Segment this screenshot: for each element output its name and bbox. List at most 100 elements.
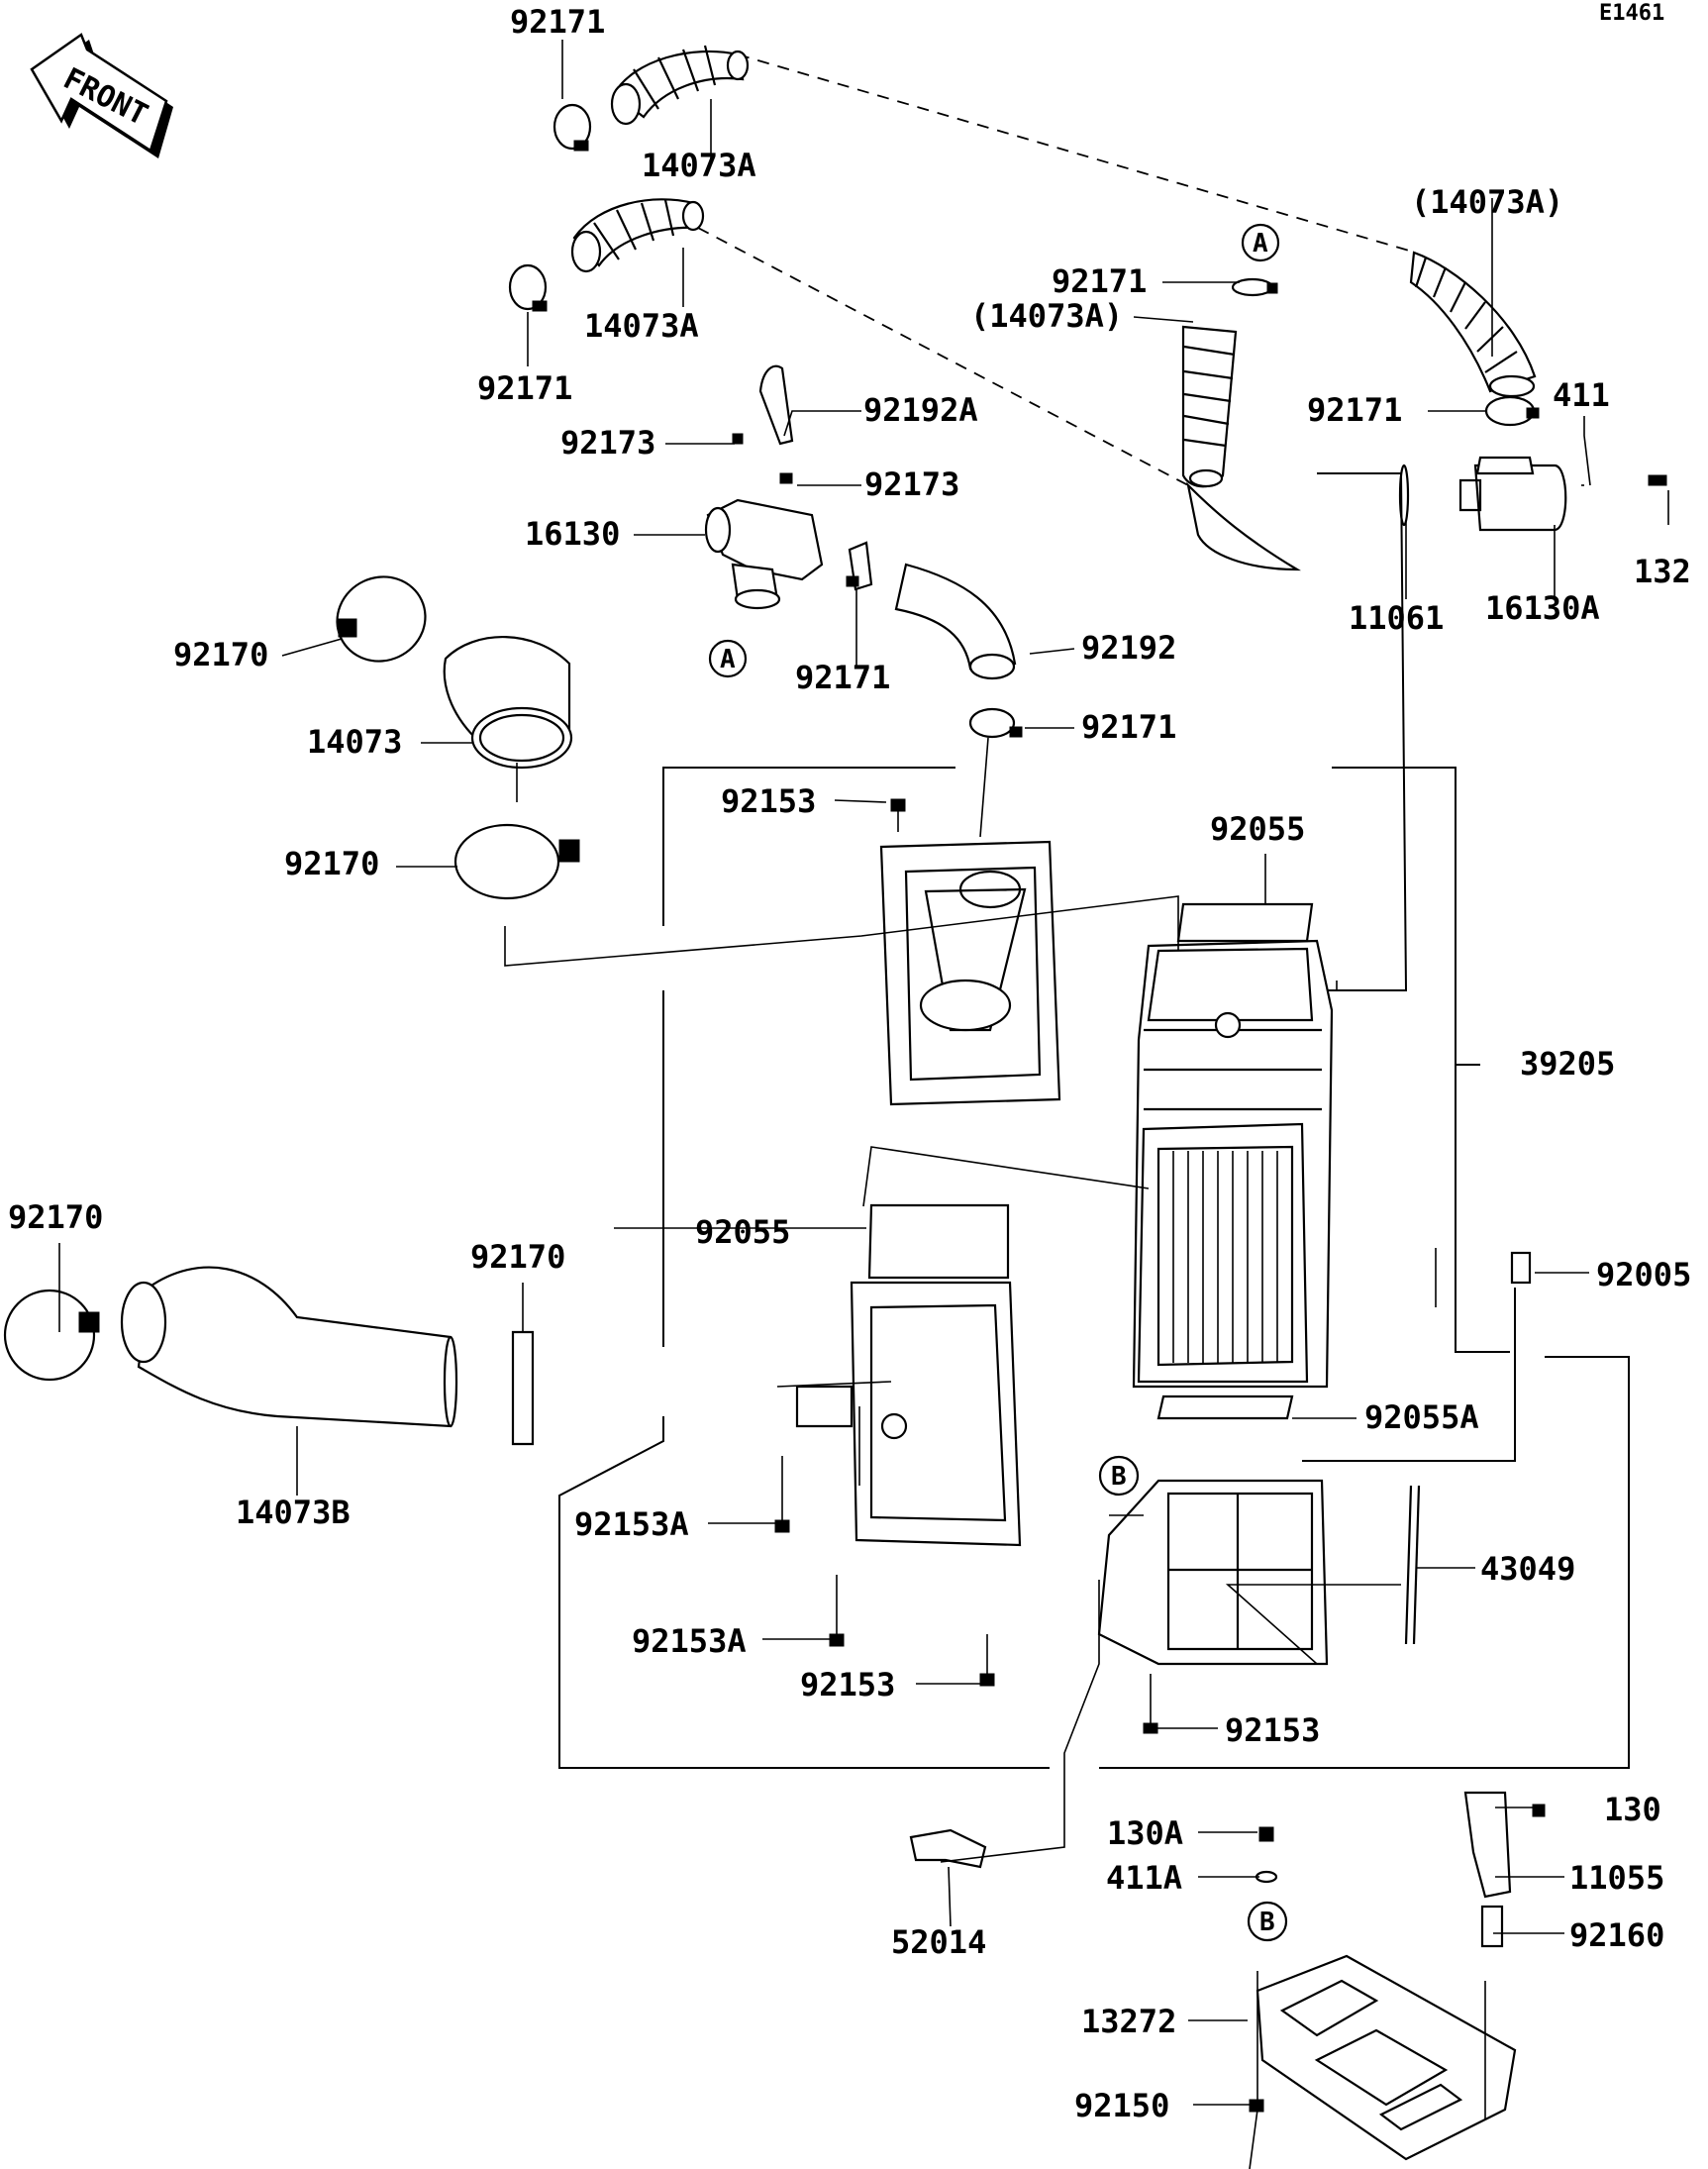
spacer-92160 — [1480, 1905, 1504, 1948]
label-14073: 14073 — [307, 723, 402, 761]
assembly-bracket — [1099, 1356, 1630, 1769]
hose-14073A-right — [1409, 251, 1537, 398]
callout-a-top-label: A — [1253, 229, 1268, 258]
intercooler-core — [1132, 939, 1334, 1389]
hose-clamp-92170 — [453, 823, 580, 900]
hose-14073A-center — [1181, 325, 1238, 488]
hose-clamp-92171 — [1231, 277, 1278, 297]
valve-16130 — [704, 498, 824, 610]
label-14073A-paren: (14073A) — [1411, 183, 1563, 221]
label-92171: 92171 — [1081, 708, 1176, 746]
hose-clamp-92171 — [968, 707, 1023, 739]
label-16130: 16130 — [525, 515, 620, 553]
assembly-bracket — [662, 767, 955, 926]
label-92171: 92171 — [795, 659, 890, 696]
callout-b-bottom-label: B — [1259, 1908, 1275, 1937]
front-arrow-icon: FRONT — [30, 33, 173, 158]
plate-13272 — [1256, 1954, 1517, 2161]
bracket-11055 — [1463, 1791, 1512, 1899]
hose-clamp-92170 — [336, 575, 427, 663]
label-92171: 92171 — [477, 369, 572, 407]
hose-14073 — [443, 636, 573, 770]
gasket-92055-upper — [1176, 902, 1314, 943]
label-16130A: 16130A — [1485, 589, 1600, 627]
label-11055: 11055 — [1569, 1859, 1664, 1897]
valve-16130A — [1458, 456, 1667, 532]
label-39205: 39205 — [1520, 1045, 1615, 1083]
label-52014: 52014 — [891, 1923, 986, 1961]
label-92005: 92005 — [1596, 1256, 1691, 1293]
bolt-92150 — [1249, 2099, 1264, 2113]
hose-route-line — [737, 53, 1417, 254]
label-92160: 92160 — [1569, 1916, 1664, 1954]
hose-92192 — [894, 563, 1017, 680]
label-14073A-paren: (14073A) — [970, 297, 1123, 335]
label-92192: 92192 — [1081, 629, 1176, 667]
callout-b-top-label: B — [1111, 1462, 1127, 1492]
label-92055: 92055 — [1210, 810, 1305, 848]
callout-a-bottom-label: A — [720, 645, 736, 674]
label-92153A: 92153A — [574, 1505, 689, 1543]
label-11061: 11061 — [1349, 599, 1444, 637]
label-92153: 92153 — [721, 782, 816, 820]
fitting-92005 — [1510, 1251, 1532, 1285]
label-92173: 92173 — [560, 424, 655, 462]
label-92170: 92170 — [470, 1238, 565, 1276]
hose-clamp-92170 — [3, 1289, 100, 1382]
bolt-92153 — [890, 798, 906, 832]
sensor-52014 — [909, 1828, 987, 1869]
hose-clamp-92171 — [508, 263, 548, 312]
leader-lines — [58, 40, 1669, 2169]
rod-43049 — [1404, 1485, 1421, 1645]
bolt-92153A — [774, 1456, 790, 1533]
callout-b-bottom: B — [1247, 1901, 1288, 1942]
label-132: 132 — [1634, 553, 1691, 590]
callout-a-bottom: A — [708, 639, 748, 678]
label-14073A: 14073A — [584, 307, 699, 345]
diagram-ref: E1461 — [1599, 1, 1664, 26]
cover-plate — [879, 840, 1061, 1106]
hose-route-line — [697, 227, 1189, 486]
label-92171: 92171 — [1052, 262, 1147, 300]
lower-frame — [1097, 1479, 1329, 1666]
label-43049: 43049 — [1480, 1550, 1575, 1588]
hose-14073A-top — [610, 45, 750, 126]
hose-14073A-second — [570, 198, 705, 273]
label-92192A: 92192A — [863, 391, 978, 429]
callout-a-top: A — [1241, 223, 1280, 262]
label-14073A: 14073A — [642, 147, 756, 184]
bolt-92153A — [829, 1575, 845, 1647]
label-92153: 92153 — [1225, 1711, 1320, 1749]
gasket-92055A — [1156, 1394, 1294, 1420]
label-92150: 92150 — [1074, 2087, 1169, 2124]
label-92055A: 92055A — [1364, 1398, 1479, 1436]
bolt-92153 — [979, 1634, 995, 1687]
hose-clamp-92171 — [846, 541, 873, 591]
assembly-bracket — [1317, 472, 1408, 991]
callout-b-top: B — [1098, 1455, 1140, 1497]
label-92170: 92170 — [173, 636, 268, 673]
label-130A: 130A — [1107, 1814, 1183, 1852]
bolt-130 — [1532, 1804, 1546, 1817]
label-92170: 92170 — [284, 845, 379, 882]
label-130: 130 — [1604, 1791, 1661, 1828]
hose-14073B — [120, 1266, 458, 1428]
bolt-130A — [1258, 1826, 1274, 1842]
hose-clamp-92171 — [1484, 395, 1540, 427]
label-92173: 92173 — [864, 465, 959, 503]
label-92170: 92170 — [8, 1198, 103, 1236]
assembly-bracket — [1302, 1288, 1516, 1462]
label-92055: 92055 — [695, 1213, 790, 1251]
label-92171: 92171 — [510, 3, 605, 41]
hose-route-line — [1186, 481, 1301, 571]
label-92153: 92153 — [800, 1666, 895, 1704]
label-14073B: 14073B — [236, 1494, 351, 1531]
label-92171: 92171 — [1307, 391, 1402, 429]
gasket-92170 — [511, 1330, 535, 1446]
label-411A: 411A — [1106, 1859, 1182, 1897]
o-ring-11061 — [1398, 464, 1410, 527]
hose-92192A — [732, 364, 794, 484]
label-411: 411 — [1553, 376, 1610, 414]
hose-clamp-92171 — [553, 103, 592, 152]
